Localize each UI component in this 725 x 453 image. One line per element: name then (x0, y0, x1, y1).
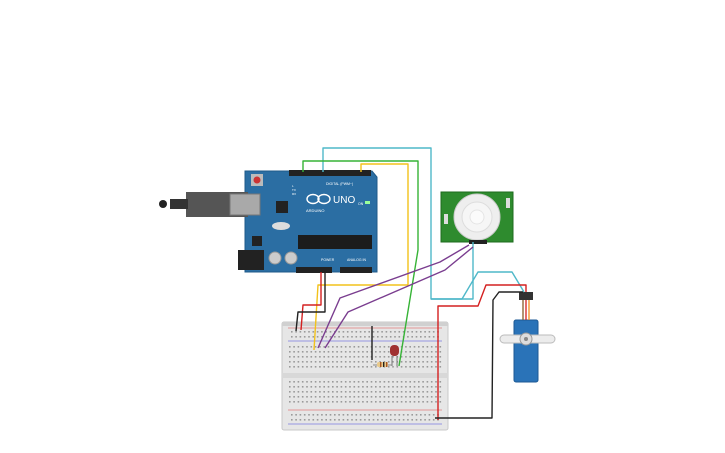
capacitor-2 (284, 251, 298, 265)
usb-plug-icon (159, 200, 167, 208)
usb-chip (276, 201, 288, 213)
arduino-brand-label: ARDUINO (306, 208, 324, 213)
digital-header (289, 170, 371, 176)
pir-header (469, 240, 487, 244)
crystal (272, 222, 290, 230)
servo-connector (519, 292, 533, 300)
wire-black-gnd[interactable] (295, 272, 326, 332)
l-led-label: L (292, 184, 294, 188)
pir-trim-left (444, 214, 448, 224)
wire-purple-pir-1[interactable] (317, 244, 470, 349)
analog-header-label: ANALOG IN (347, 258, 367, 262)
red-led[interactable] (390, 345, 399, 366)
on-led-label: ON (358, 202, 364, 206)
power-jack (238, 250, 264, 270)
rx-led-label: RX (292, 192, 296, 196)
wire-cyan-arduino-to-pir[interactable] (322, 147, 474, 300)
atmega-chip (298, 235, 372, 249)
power-header (296, 267, 332, 273)
uno-label: UNO (333, 195, 355, 206)
power-header-label: POWER (321, 258, 335, 262)
servo-motor[interactable] (499, 292, 556, 383)
regulator (252, 236, 262, 246)
resistor[interactable] (373, 362, 392, 367)
breadboard-center-channel (282, 373, 448, 378)
breadboard[interactable] (281, 321, 449, 431)
wire-red-servo[interactable] (437, 284, 527, 420)
digital-header-label: DIGITAL (PWM~) (326, 182, 353, 186)
analog-header (340, 267, 372, 273)
tx-led-label: TX (292, 188, 296, 192)
capacitor-1 (268, 251, 282, 265)
arduino-logo-icon (306, 193, 331, 205)
wire-cyan-pir-to-servo[interactable] (431, 271, 525, 300)
wire-black-servo[interactable] (435, 291, 523, 419)
wire-yellow-signal[interactable] (313, 163, 409, 351)
wire-purple-pir-2[interactable] (324, 246, 474, 349)
wire-red-5v[interactable] (300, 272, 322, 331)
on-led (365, 201, 370, 204)
pir-motion-sensor[interactable] (440, 191, 514, 244)
pir-trim-right (506, 198, 510, 208)
wire-green-signal[interactable] (302, 160, 419, 367)
arduino-uno-board[interactable]: UNO ARDUINO DIGITAL (PWM~) ANALOG IN POW… (159, 170, 378, 273)
